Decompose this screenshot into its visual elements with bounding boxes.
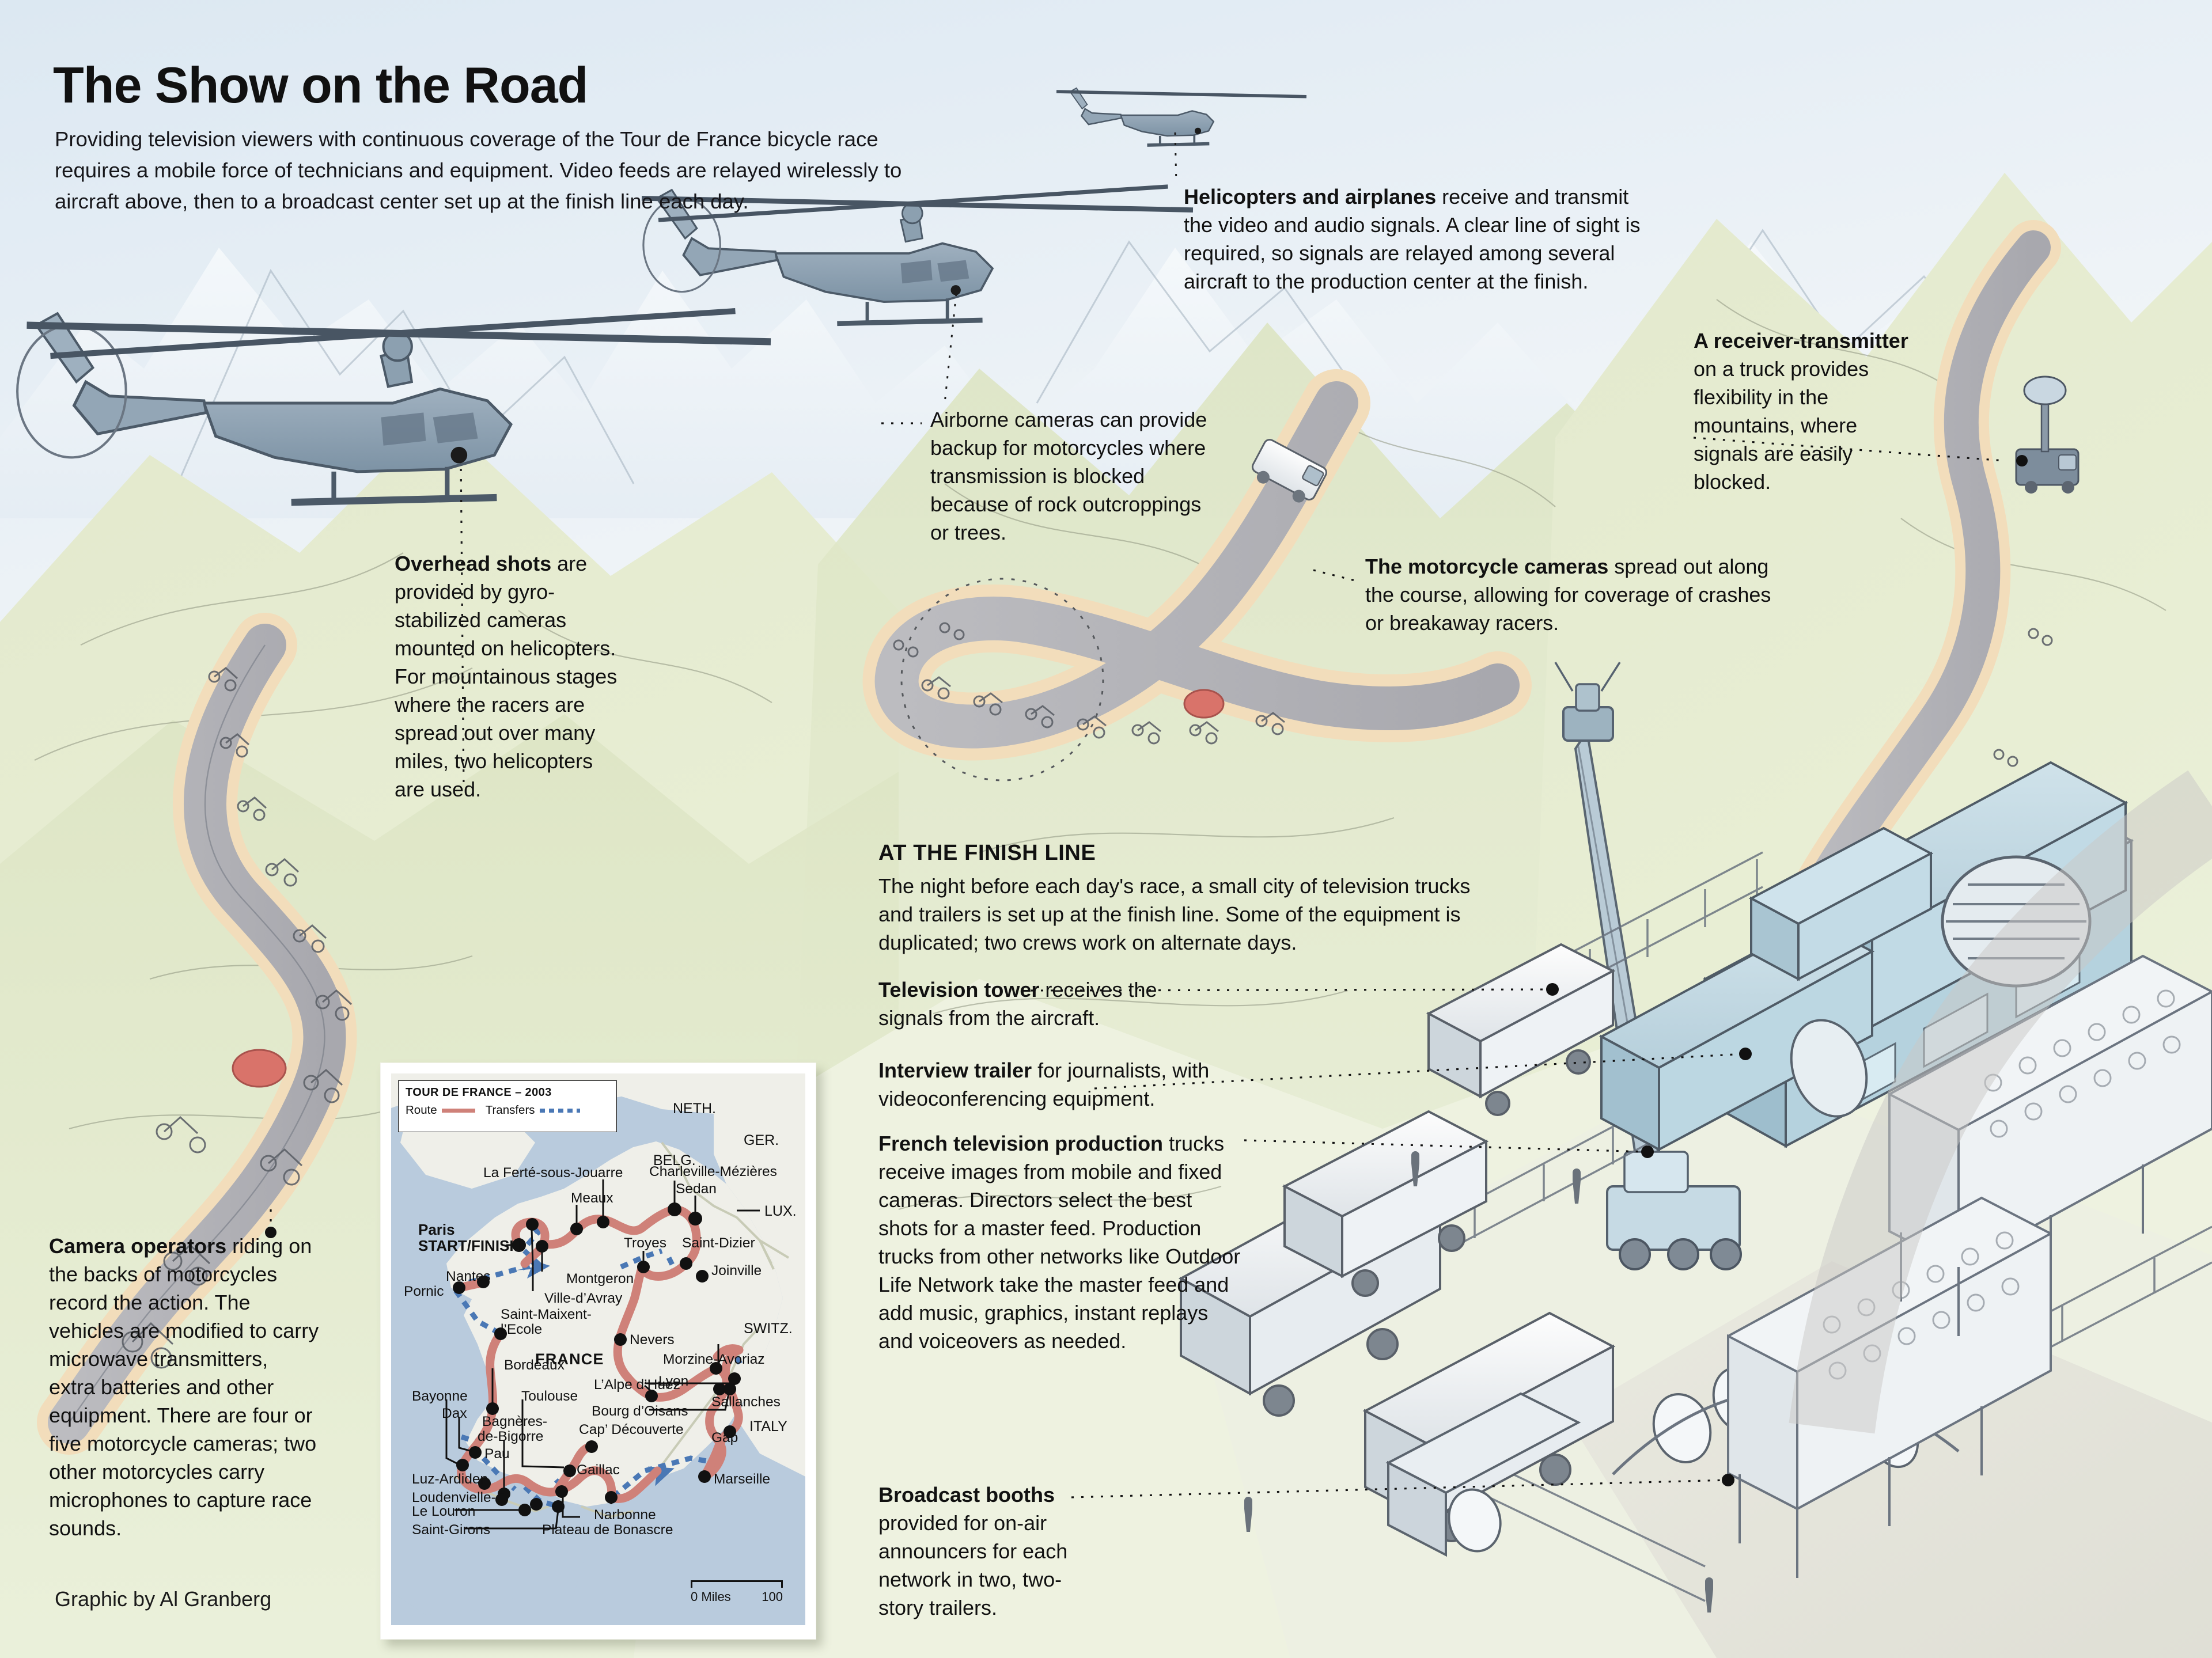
finish-line-item-television-tower: Television tower receives the signals fr… [878,976,1201,1033]
map-label-toulouse: Toulouse [521,1388,578,1404]
transfers-swatch [539,1108,580,1113]
map-label-nevers: Nevers [630,1332,675,1348]
graphic-credit: Graphic by Al Granberg [55,1587,272,1611]
finish-line-item-broadcast-booths: Broadcast booths provided for on-air ann… [878,1481,1097,1622]
map-label-sedan: Sedan [676,1181,717,1197]
map-label-nantes: Nantes [446,1269,491,1284]
finish-line-item-broadcast-booths-text: provided for on-air announcers for each … [878,1511,1068,1619]
finish-line-item-french-production: French television production trucks rece… [878,1130,1241,1356]
map-label-narbonne: Narbonne [594,1507,656,1523]
callout-helicopters-bold: Helicopters and airplanes [1184,185,1437,208]
map-legend-route-label: Route [406,1103,437,1117]
map-label-de-bigorre: de-Bigorre [478,1429,544,1444]
map-label-pau: Pau [484,1446,510,1462]
callout-helicopters: Helicopters and airplanes receive and tr… [1184,183,1662,296]
map-label-bayonne: Bayonne [412,1388,468,1404]
map-label-start-finish: START/FINISH [418,1237,521,1254]
map-label-lecole: l’Ecole [501,1322,543,1337]
callout-receiver-transmitter-text: on a truck provides flexibility in the m… [1694,356,1869,494]
finish-line-intro: The night before each day's race, a smal… [878,874,1471,954]
map-label-cap-decouverte: Cap’ Découverte [579,1422,684,1437]
map-label-ville-davray: Ville-d’Avray [544,1291,623,1306]
map-label-gap: Gap [711,1430,738,1445]
finish-line-item-french-production-text: trucks receive images from mobile and fi… [878,1132,1241,1353]
map-label-sallanches: Sallanches [711,1394,781,1410]
map-scale-hundred: 100 [762,1589,783,1604]
map-label-montgeron: Montgeron [566,1271,634,1287]
map-label-morzine-avoriaz: Morzine-Avoriaz [663,1352,765,1367]
callout-overhead-shots: Overhead shots are provided by gyro-stab… [395,550,625,804]
callout-motorcycle-cameras: The motorcycle cameras spread out along … [1365,553,1780,638]
map-label-paris: Paris [418,1221,455,1238]
finish-line-item-interview-trailer: Interview trailer for journalists, with … [878,1057,1259,1113]
map-label-bourg-doisans: Bourg d’Oisans [592,1403,688,1419]
route-swatch [441,1108,475,1113]
callout-motorcycle-cameras-bold: The motorcycle cameras [1365,555,1609,578]
map-label-luz-ardiden: Luz-Ardiden [412,1471,488,1487]
finish-line-item-interview-trailer-text: for journalists, with videoconferencing … [878,1058,1210,1110]
map-legend: TOUR DE FRANCE – 2003 Route Transfers [398,1080,617,1132]
map-label-le-louron: Le Louron [412,1504,476,1519]
callout-helicopters-text: receive and transmit the video and audio… [1184,185,1641,293]
map-label-neth: NETH. [673,1101,716,1117]
map-label-bordeaux: Bordeaux [504,1357,565,1373]
callout-receiver-transmitter: A receiver-transmitter on a truck provid… [1694,327,1924,496]
finish-line-item-broadcast-booths-bold: Broadcast booths [878,1483,1055,1507]
map-label-charleville-mezieres: Charleville-Mézières [649,1164,777,1179]
callout-overhead-shots-text: are provided by gyro-stabilized cameras … [395,552,618,801]
map-label-marseille: Marseille [714,1471,771,1487]
map-label-meaux: Meaux [571,1190,613,1206]
callout-overhead-shots-bold: Overhead shots [395,552,552,575]
map-label-france: FRANCE [535,1350,604,1368]
finish-line-item-television-tower-text: receives the signals from the aircraft. [878,978,1157,1030]
map-label-switz: SWITZ. [744,1321,793,1337]
callout-airborne-cameras-text: Airborne cameras can provide backup for … [930,408,1207,544]
map-label-lalpe-dhuez: L’Alpe d’Huez [594,1377,680,1393]
map-label-lyon: Lyon [658,1374,689,1389]
map-label-troyes: Troyes [624,1235,666,1251]
map-label-lux: LUX. [764,1203,797,1219]
callout-motorcycle-cameras-text: spread out along the course, allowing fo… [1365,555,1771,635]
map-label-saint-girons: Saint-Girons [412,1522,491,1538]
map-label-pornic: Pornic [404,1284,444,1299]
map-legend-transfers-label: Transfers [485,1103,535,1117]
map-legend-title: TOUR DE FRANCE – 2003 [406,1086,552,1099]
callout-airborne-cameras: Airborne cameras can provide backup for … [930,406,1218,547]
map-label-saint-maixent: Saint-Maixent- [501,1307,592,1322]
map-label-plateau-de-bonascre: Plateau de Bonascre [542,1522,673,1538]
finish-line-heading: AT THE FINISH LINE [878,841,1096,865]
map-canvas: TOUR DE FRANCE – 2003 Route Transfers NE… [391,1073,805,1625]
map-label-bagneres: Bagnères- [482,1414,548,1429]
tour-de-france-map-inset: TOUR DE FRANCE – 2003 Route Transfers NE… [380,1063,816,1640]
callout-camera-operators: Camera operators riding on the backs of … [49,1232,320,1542]
intro-deck: Providing television viewers with contin… [55,127,902,213]
finish-line-item-television-tower-bold: Television tower [878,978,1040,1001]
finish-line-item-french-production-bold: French television production [878,1132,1164,1155]
map-label-ger: GER. [744,1132,779,1148]
map-label-gaillac: Gaillac [577,1462,620,1478]
map-label-dax: Dax [442,1406,467,1421]
callout-camera-operators-text: riding on the backs of motorcycles recor… [49,1234,319,1540]
callout-receiver-transmitter-bold: A receiver-transmitter [1694,329,1908,352]
map-label-italy: ITALY [749,1418,787,1435]
map-scale-bar: 0 Miles 100 [691,1580,783,1604]
callout-camera-operators-bold: Camera operators [49,1234,227,1258]
map-scale-zero: 0 Miles [691,1589,731,1604]
map-label-joinville: Joinville [711,1263,762,1278]
map-label-belg: BELG. [653,1152,696,1168]
map-label-loudenvielle: Loudenvielle- [412,1490,496,1505]
finish-line-item-interview-trailer-bold: Interview trailer [878,1058,1032,1082]
page-title: The Show on the Road [53,56,588,113]
map-label-la-ferte-sous-jouarre: La Ferté-sous-Jouarre [483,1165,623,1181]
map-label-saint-dizier: Saint-Dizier [682,1235,755,1251]
